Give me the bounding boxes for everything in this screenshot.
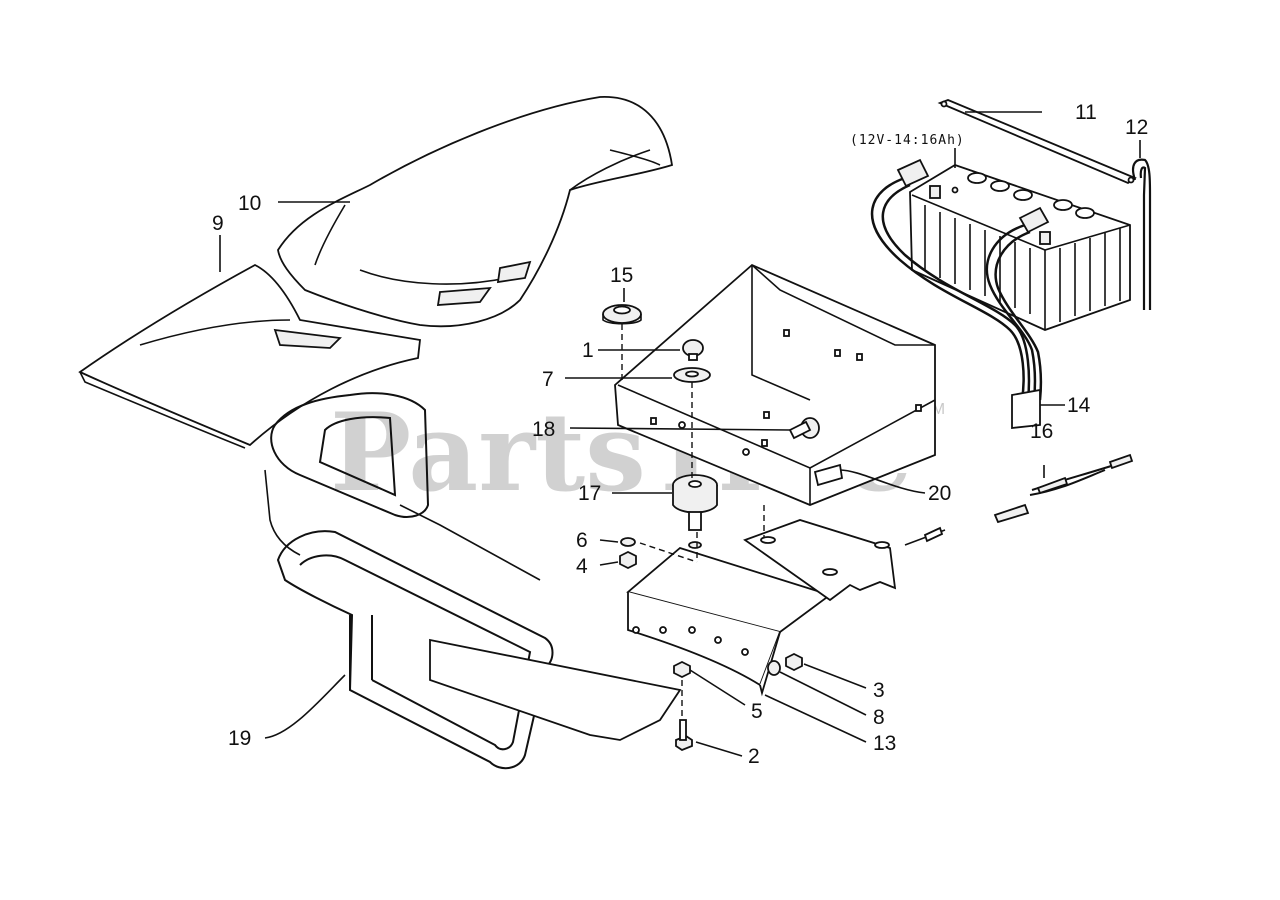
j-bolt-part[interactable]: [1131, 158, 1152, 310]
knob-part[interactable]: [682, 339, 704, 361]
battery-part[interactable]: [909, 164, 1131, 331]
callout-7[interactable]: 7: [542, 368, 554, 391]
mount-bracket-part[interactable]: [626, 546, 832, 697]
callout-8[interactable]: 8: [873, 706, 885, 729]
frame-part[interactable]: [264, 392, 682, 770]
callout-19[interactable]: 19: [228, 727, 251, 750]
washer-mid-part: [688, 541, 702, 549]
callout-17[interactable]: 17: [578, 482, 601, 505]
callout-2[interactable]: 2: [748, 745, 760, 768]
callout-18[interactable]: 18: [532, 418, 555, 441]
side-washer-part[interactable]: [767, 660, 781, 676]
callout-15[interactable]: 15: [610, 264, 633, 287]
callout-16[interactable]: 16: [1030, 420, 1053, 443]
callout-11[interactable]: 11: [1075, 101, 1097, 124]
battery-tray-part[interactable]: [614, 263, 936, 506]
small-washer-part[interactable]: [620, 537, 636, 547]
callout-3[interactable]: 3: [873, 679, 885, 702]
washer-part[interactable]: [673, 367, 711, 383]
bolt-part[interactable]: [675, 719, 693, 752]
callout-20[interactable]: 20: [928, 482, 951, 505]
callout-4[interactable]: 4: [576, 555, 588, 578]
callout-1[interactable]: 1: [582, 339, 594, 362]
floor-panel-part[interactable]: [78, 263, 421, 449]
grommet-part[interactable]: [602, 304, 642, 325]
battery-cables-part[interactable]: [870, 158, 1050, 430]
frame-nut-part[interactable]: [673, 660, 691, 679]
nut-part[interactable]: [619, 550, 637, 570]
fuse-wire-part[interactable]: [993, 453, 1134, 524]
hood-part[interactable]: [277, 96, 674, 328]
callout-5[interactable]: 5: [751, 700, 763, 723]
callout-14[interactable]: 14: [1067, 394, 1091, 417]
rubber-mount-part[interactable]: [672, 474, 718, 531]
callout-6[interactable]: 6: [576, 529, 588, 552]
callout-9[interactable]: 9: [212, 212, 224, 235]
battery-spec-label: (12V-14:16Ah): [850, 133, 965, 148]
assembly-lines: [621, 324, 765, 720]
callout-12[interactable]: 12: [1125, 116, 1148, 139]
callout-13[interactable]: 13: [873, 732, 896, 755]
callout-10[interactable]: 10: [238, 192, 261, 215]
stud-part[interactable]: [788, 417, 820, 440]
plate-bracket-part[interactable]: [743, 519, 946, 602]
leader-lines: [219, 111, 1141, 757]
side-nut-part[interactable]: [785, 652, 803, 672]
